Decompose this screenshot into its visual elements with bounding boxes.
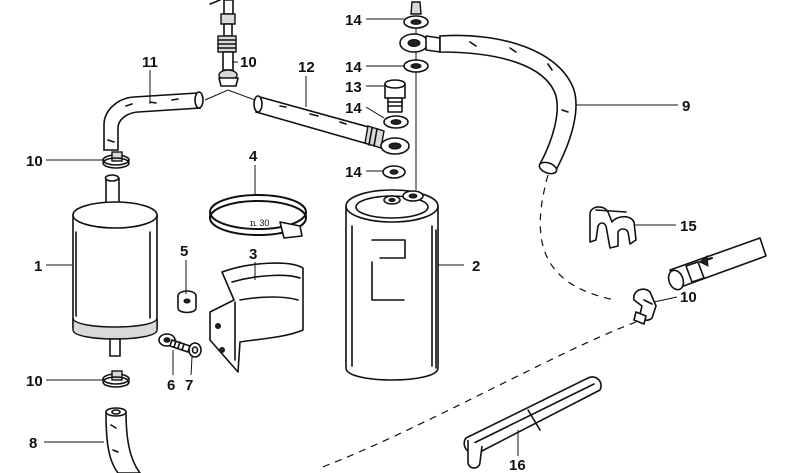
- callout-12: 12: [298, 59, 315, 76]
- callout-4: 4: [249, 148, 258, 165]
- leader-lines: [44, 18, 678, 456]
- clamp-marking-text: ɪʟ 30: [250, 218, 269, 228]
- mounting-bracket-3: [209, 262, 304, 373]
- sealing-washer-14-b: [403, 59, 429, 73]
- hose-9: [399, 33, 577, 175]
- callout-14-c: 14: [345, 100, 362, 117]
- callout-14-a: 14: [345, 12, 362, 29]
- hose-clamp-10-lower: [102, 370, 130, 388]
- callout-7: 7: [185, 377, 193, 394]
- fuel-filter-1: [72, 174, 158, 357]
- callout-11: 11: [142, 54, 158, 71]
- elbow-hose-11: [103, 91, 204, 151]
- fuel-pipe-inlet: [667, 237, 767, 291]
- callout-5: 5: [180, 243, 188, 260]
- rubber-mount-5: [177, 290, 197, 314]
- top-fitting-assembly: [209, 0, 239, 87]
- banjo-bolt-13: [384, 79, 406, 113]
- sealing-washer-14-a: [403, 1, 429, 29]
- edge-protector-16: [463, 376, 602, 469]
- fuel-accumulator-2: [345, 189, 439, 381]
- junction-leader: [204, 89, 256, 101]
- hose-12: [253, 95, 385, 149]
- callout-3: 3: [249, 246, 257, 263]
- callout-16: 16: [509, 457, 526, 473]
- bolt-6: [158, 333, 191, 353]
- callout-2: 2: [472, 258, 480, 275]
- callout-9: 9: [682, 98, 690, 115]
- callout-13: 13: [345, 79, 362, 96]
- sealing-washer-14-d: [382, 165, 406, 179]
- hose-routing-dashed-line: [319, 174, 637, 469]
- callout-10-top-fitting: 10: [240, 54, 257, 71]
- callout-15: 15: [680, 218, 697, 235]
- callout-14-d: 14: [345, 164, 362, 181]
- callout-10-right-clamp: 10: [680, 289, 697, 306]
- callout-10-lower-filter: 10: [26, 373, 43, 390]
- callout-14-b: 14: [345, 59, 362, 76]
- callout-1: 1: [34, 258, 42, 275]
- callout-8: 8: [29, 435, 37, 452]
- hose-clamp-10-right: [633, 288, 657, 325]
- hose-clip-15: [589, 206, 637, 249]
- callout-labels: 1 2 3 4 5 6 7 8 9 10 10 10 10 11 12 13 1…: [26, 12, 697, 473]
- hose-8: [105, 407, 142, 473]
- banjo-fitting-lower: [380, 137, 410, 155]
- hose-clamp-10-upper: [102, 151, 130, 169]
- mounting-strap-4: ɪʟ 30: [209, 194, 307, 239]
- callout-6: 6: [167, 377, 175, 394]
- callout-10-upper-filter: 10: [26, 153, 43, 170]
- washer-7: [188, 342, 202, 358]
- sealing-washer-14-c: [383, 115, 409, 129]
